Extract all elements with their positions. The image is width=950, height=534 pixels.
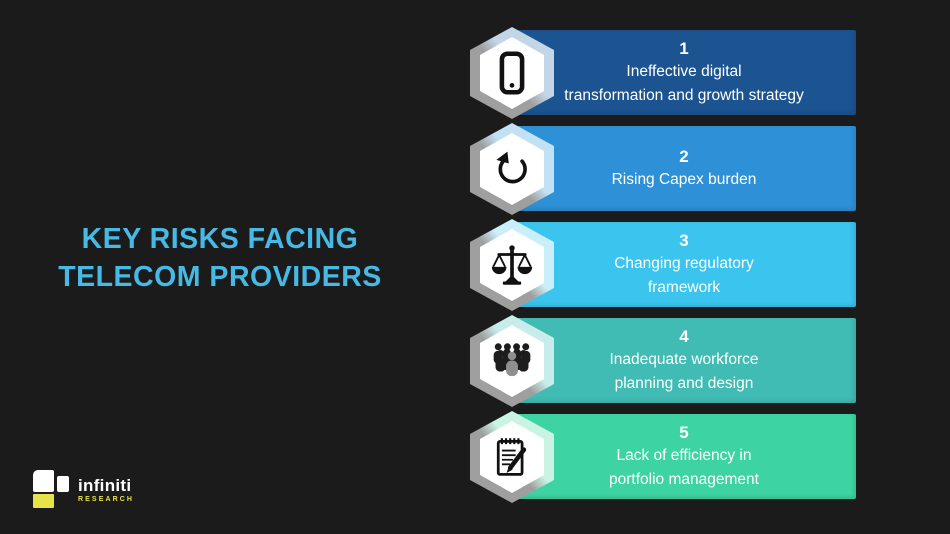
risk-bar-4: 4 Inadequate workforce planning and desi… xyxy=(512,318,856,403)
hexagon-inner xyxy=(480,229,544,301)
hexagon-badge-5 xyxy=(470,411,554,503)
notepad-pencil-icon xyxy=(496,438,527,476)
risk-text-line: Ineffective digital xyxy=(626,63,742,80)
hexagon-inner xyxy=(480,325,544,397)
logo-mark-icon xyxy=(33,470,71,510)
risk-text-line: Rising Capex burden xyxy=(611,171,757,188)
logo-text: infiniti RESEARCH xyxy=(78,477,134,503)
page-title: KEY RISKS FACING TELECOM PROVIDERS xyxy=(18,220,422,296)
hexagon-inner xyxy=(480,421,544,493)
risk-text-line: portfolio management xyxy=(609,471,759,488)
risk-text-line: Lack of efficiency in xyxy=(616,447,752,464)
risk-number: 3 xyxy=(679,231,689,250)
logo-name: infiniti xyxy=(78,476,132,495)
risk-text-line: framework xyxy=(647,279,721,296)
infiniti-research-logo: infiniti RESEARCH xyxy=(33,470,134,510)
risk-text-line: transformation and growth strategy xyxy=(564,87,804,104)
refresh-arrow-icon xyxy=(496,151,527,184)
title-line-1: KEY RISKS FACING xyxy=(81,223,359,255)
risk-row-3: 3 Changing regulatory framework xyxy=(470,219,900,311)
logo-subtitle: RESEARCH xyxy=(78,496,135,503)
risk-list: 1 Ineffective digital transformation and… xyxy=(470,27,900,510)
risk-text-line: planning and design xyxy=(614,375,754,392)
balance-scale-icon xyxy=(491,245,533,285)
risk-number: 2 xyxy=(679,147,689,166)
risk-text-line: Inadequate workforce xyxy=(609,351,759,368)
risk-number: 1 xyxy=(679,39,689,58)
risk-row-1: 1 Ineffective digital transformation and… xyxy=(470,27,900,119)
risk-row-4: 4 Inadequate workforce planning and desi… xyxy=(470,315,900,407)
risk-row-5: 5 Lack of efficiency in portfolio manage… xyxy=(470,411,900,503)
title-line-2: TELECOM PROVIDERS xyxy=(58,261,382,293)
hexagon-badge-4 xyxy=(470,315,554,407)
workforce-group-icon xyxy=(493,343,531,377)
risk-row-2: 2 Rising Capex burden xyxy=(470,123,900,215)
risk-number: 5 xyxy=(679,423,689,442)
hexagon-inner xyxy=(480,37,544,109)
risk-bar-2: 2 Rising Capex burden xyxy=(512,126,856,211)
hexagon-inner xyxy=(480,133,544,205)
risk-text-line: Changing regulatory xyxy=(614,255,754,272)
risk-number: 4 xyxy=(679,327,689,346)
risk-bar-1: 1 Ineffective digital transformation and… xyxy=(512,30,856,115)
risk-bar-3: 3 Changing regulatory framework xyxy=(512,222,856,307)
risk-bar-5: 5 Lack of efficiency in portfolio manage… xyxy=(512,414,856,499)
smartphone-icon xyxy=(499,51,525,95)
